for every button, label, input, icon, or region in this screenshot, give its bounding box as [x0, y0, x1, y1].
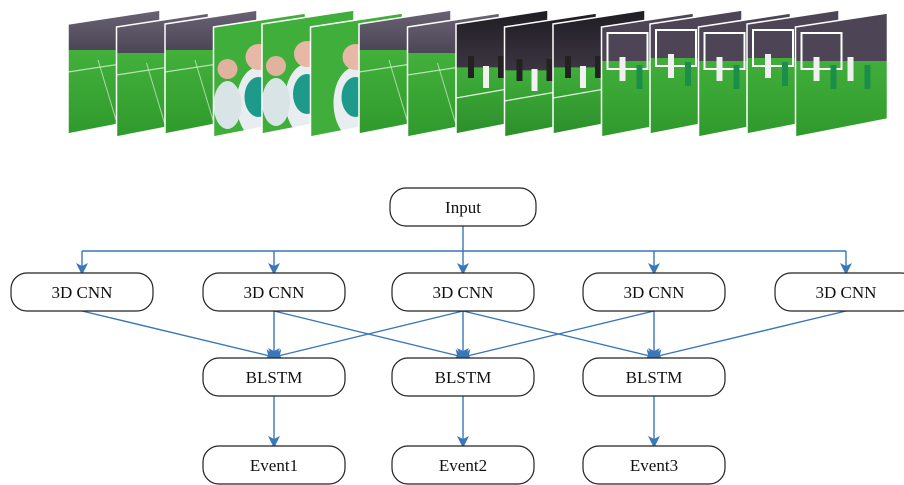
cnn-node-4-box [582, 272, 726, 312]
blstm-node-3-box [582, 357, 726, 397]
arrow-cnn1-to-blstm1 [81, 310, 277, 361]
blstm-node-2: BLSTM [391, 357, 535, 397]
blstm-node-3-label: BLSTM [626, 368, 683, 387]
cnn-node-4-label: 3D CNN [624, 283, 685, 302]
cnn-node-1-label: 3D CNN [52, 283, 113, 302]
blstm-node-2-label: BLSTM [435, 368, 492, 387]
arrow-cnn4-to-blstm2 [460, 310, 655, 361]
input-node-box [389, 187, 537, 227]
event-node-3-label: Event3 [630, 456, 678, 475]
cnn-node-3: 3D CNN [391, 272, 535, 312]
arrow-cnn3-to-blstm1 [271, 310, 464, 361]
cnn-node-5-box [774, 272, 904, 312]
cnn-node-2: 3D CNN [202, 272, 346, 312]
event-node-1-label: Event1 [250, 456, 298, 475]
cnn-node-4: 3D CNN [582, 272, 726, 312]
event-node-1-box [202, 445, 346, 485]
cnn-node-5-label: 3D CNN [816, 283, 877, 302]
cnn-node-1: 3D CNN [10, 272, 154, 312]
event-node-3-box [582, 445, 726, 485]
cnn-node-5: 3D CNN [774, 272, 904, 312]
event-node-2: Event2 [391, 445, 535, 485]
cnn-node-1-box [10, 272, 154, 312]
video-frames [67, 9, 889, 138]
blstm-node-2-box [391, 357, 535, 397]
arrow-cnn5-to-blstm3 [651, 310, 847, 361]
cnn-node-3-label: 3D CNN [433, 283, 494, 302]
input-node-label: Input [445, 198, 481, 217]
event-node-1: Event1 [202, 445, 346, 485]
blstm-node-1: BLSTM [202, 357, 346, 397]
event-node-2-box [391, 445, 535, 485]
video-frame [794, 12, 889, 138]
input-node: Input [389, 187, 537, 227]
diagram-edges [76, 226, 852, 448]
event-node-2-label: Event2 [439, 456, 487, 475]
cnn-node-2-box [202, 272, 346, 312]
cnn-node-3-box [391, 272, 535, 312]
blstm-node-1-box [202, 357, 346, 397]
blstm-node-3: BLSTM [582, 357, 726, 397]
blstm-node-1-label: BLSTM [246, 368, 303, 387]
cnn-node-2-label: 3D CNN [244, 283, 305, 302]
event-node-3: Event3 [582, 445, 726, 485]
diagram-nodes: Input 3D CNN 3D CNN 3D CNN 3D CNN 3D CNN BLSTM… [10, 187, 904, 485]
